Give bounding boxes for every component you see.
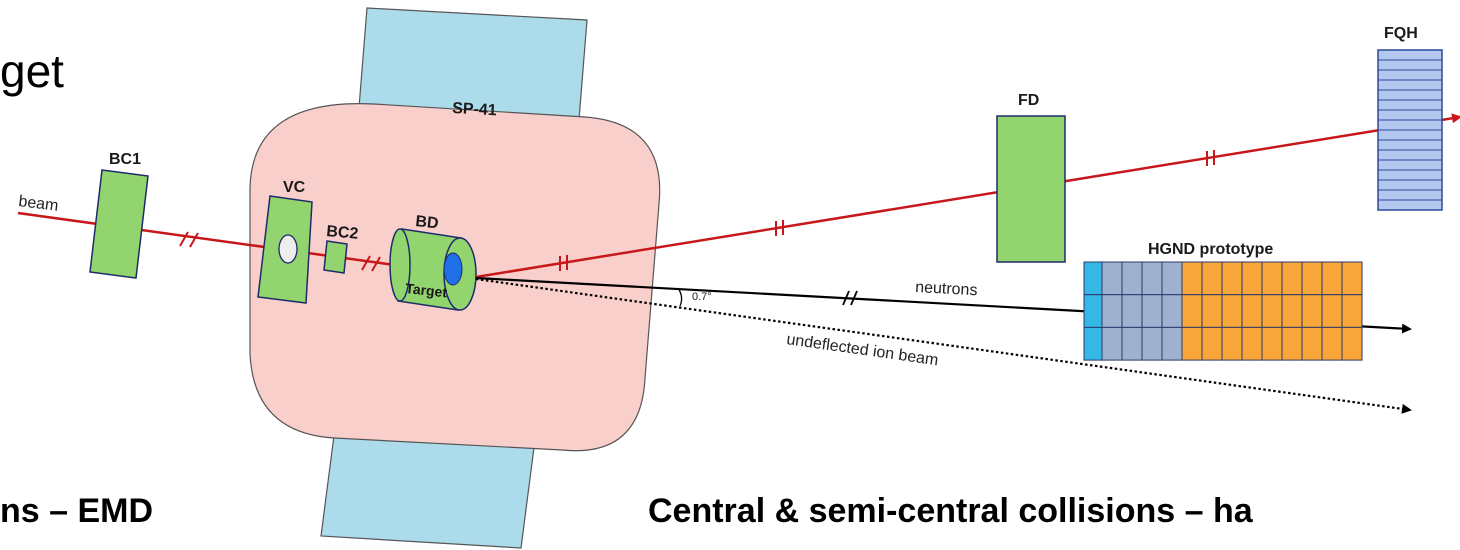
caption-emd: ns – EMD xyxy=(0,492,153,530)
hgnd-cell xyxy=(1083,261,1103,296)
hgnd-cell xyxy=(1341,294,1363,328)
hgnd-cell xyxy=(1101,326,1123,361)
beam-label: beam xyxy=(18,193,60,215)
hgnd-cell xyxy=(1241,326,1263,361)
hgnd-cells xyxy=(1083,261,1363,361)
hgnd-cell xyxy=(1181,294,1203,328)
vc-label: VC xyxy=(283,179,306,196)
hgnd-cell xyxy=(1121,326,1143,361)
hgnd-cell xyxy=(1341,261,1363,296)
slide-title-fragment: get xyxy=(0,45,64,97)
hgnd-cell xyxy=(1321,294,1343,328)
angle-marker: 0.7° xyxy=(677,287,712,307)
hgnd-cell xyxy=(1281,326,1303,361)
bc2-detector: BC2 xyxy=(323,223,359,274)
hgnd-cell xyxy=(1201,261,1223,296)
hgnd-label: HGND prototype xyxy=(1148,241,1273,258)
hgnd-cell xyxy=(1141,326,1163,361)
bd-detector: BD Target xyxy=(389,213,477,311)
hgnd-prototype: HGND prototype xyxy=(1083,241,1363,361)
beam-break-mark-2 xyxy=(361,255,381,272)
hgnd-cell xyxy=(1281,294,1303,328)
bd-label: BD xyxy=(415,213,440,232)
neutron-break xyxy=(842,290,858,306)
hgnd-cell xyxy=(1321,326,1343,361)
target-label: Target xyxy=(405,280,449,300)
hgnd-cell xyxy=(1181,326,1203,361)
vc-detector: VC xyxy=(257,179,313,304)
target-disk xyxy=(443,252,463,286)
hgnd-cell xyxy=(1121,261,1143,296)
hgnd-cell xyxy=(1341,326,1363,361)
fqh-label: FQH xyxy=(1384,25,1418,42)
bc2-label: BC2 xyxy=(326,223,359,243)
hgnd-cell xyxy=(1101,261,1123,296)
fqh-detector: FQH xyxy=(1377,25,1443,211)
hgnd-cell xyxy=(1321,261,1343,296)
deflected-break-3 xyxy=(1206,150,1215,166)
fd-detector: FD xyxy=(996,92,1066,263)
hgnd-cell xyxy=(1181,261,1203,296)
neutrons-label: neutrons xyxy=(915,279,978,299)
fd-label: FD xyxy=(1018,92,1039,109)
hgnd-cell xyxy=(1083,294,1103,328)
undeflected-label: undeflected ion beam xyxy=(785,331,939,369)
hgnd-cell xyxy=(1141,261,1163,296)
hgnd-cell xyxy=(1301,326,1323,361)
hgnd-cell xyxy=(1281,261,1303,296)
caption-hadronic: Central & semi-central collisions – ha xyxy=(648,492,1254,530)
hgnd-cell xyxy=(1261,294,1283,328)
bc1-label: BC1 xyxy=(109,151,141,168)
angle-label: 0.7° xyxy=(692,291,712,303)
hgnd-cell xyxy=(1301,294,1323,328)
hgnd-cell xyxy=(1221,261,1243,296)
deflected-beam xyxy=(475,113,1460,279)
beam-break-mark-1 xyxy=(179,231,199,248)
vc-hole xyxy=(278,234,298,264)
hgnd-cell xyxy=(1221,326,1243,361)
fqh-strips xyxy=(1378,59,1442,201)
hgnd-cell xyxy=(1201,326,1223,361)
hgnd-cell xyxy=(1261,326,1283,361)
deflected-break-1 xyxy=(559,255,568,271)
hgnd-cell xyxy=(1161,261,1183,296)
bc1-detector: BC1 xyxy=(89,151,149,279)
hgnd-cell xyxy=(1083,326,1103,361)
hgnd-cell xyxy=(1101,294,1123,328)
hgnd-cell xyxy=(1221,294,1243,328)
hgnd-cell xyxy=(1241,294,1263,328)
sp41-label: SP-41 xyxy=(452,100,497,119)
hgnd-cell xyxy=(1261,261,1283,296)
hgnd-cell xyxy=(1161,326,1183,361)
hgnd-cell xyxy=(1121,294,1143,328)
deflected-break-2 xyxy=(775,220,784,236)
hgnd-cell xyxy=(1301,261,1323,296)
hgnd-cell xyxy=(1141,294,1163,328)
hgnd-cell xyxy=(1201,294,1223,328)
hgnd-cell xyxy=(1241,261,1263,296)
hgnd-cell xyxy=(1161,294,1183,328)
